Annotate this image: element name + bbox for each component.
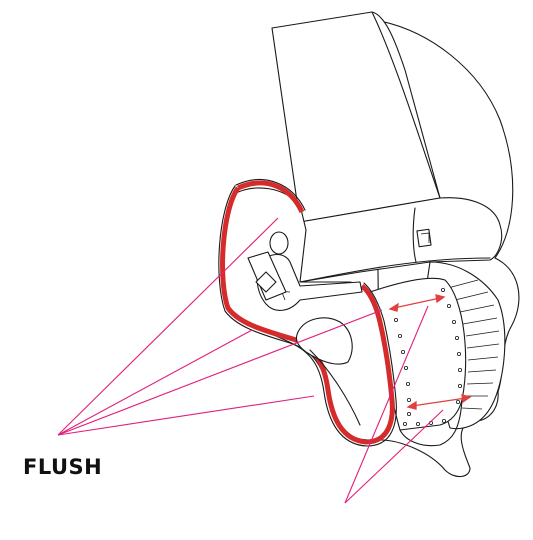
latch-housing xyxy=(295,317,353,365)
hinge-diamond xyxy=(255,271,277,293)
rivet-row-right xyxy=(440,287,462,404)
rivet-row-left xyxy=(393,317,411,416)
cowl-band-lower-line xyxy=(299,257,491,283)
flush-leader-lines xyxy=(57,217,383,436)
flush-label: FLUSH xyxy=(23,455,103,479)
dimension-arrow-lower xyxy=(406,394,472,410)
riveted-panel-edge xyxy=(399,399,463,447)
pylon-fairing xyxy=(271,11,441,223)
latch-link xyxy=(309,349,361,426)
cowl-band xyxy=(299,197,503,283)
access-panel xyxy=(416,228,432,248)
cowl-band-divider xyxy=(412,207,417,263)
panel-leader-lines xyxy=(344,305,444,504)
dimension-arrow-upper xyxy=(388,294,446,312)
fan-ribs xyxy=(447,279,500,410)
pylon-crease-line xyxy=(371,11,441,199)
flush-seal xyxy=(220,180,395,445)
access-panel-inner xyxy=(420,232,430,243)
hinge-pin xyxy=(269,231,289,255)
flush-seal-outline-outer xyxy=(218,179,397,447)
